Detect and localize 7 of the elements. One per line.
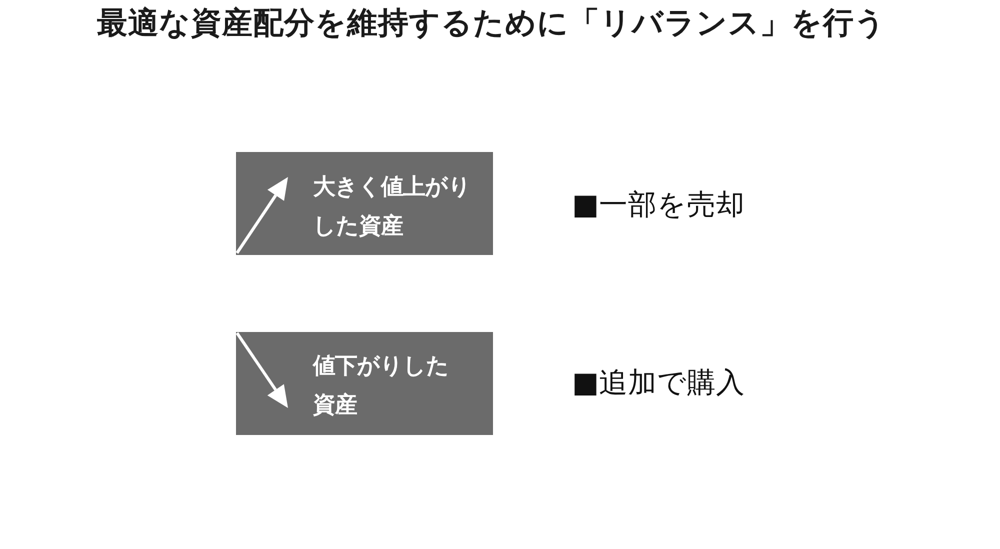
asset-box — [236, 332, 493, 435]
asset-label: 大きく値上がりした資産 — [313, 173, 472, 241]
title: 最適な資産配分を維持するために「リバランス」を行う — [97, 5, 886, 43]
action-note: ■一部を売却 — [572, 188, 745, 222]
asset-box — [236, 152, 493, 255]
asset-label: 値下がりした資産 — [313, 352, 450, 420]
action-note: ■追加で購入 — [572, 366, 745, 400]
